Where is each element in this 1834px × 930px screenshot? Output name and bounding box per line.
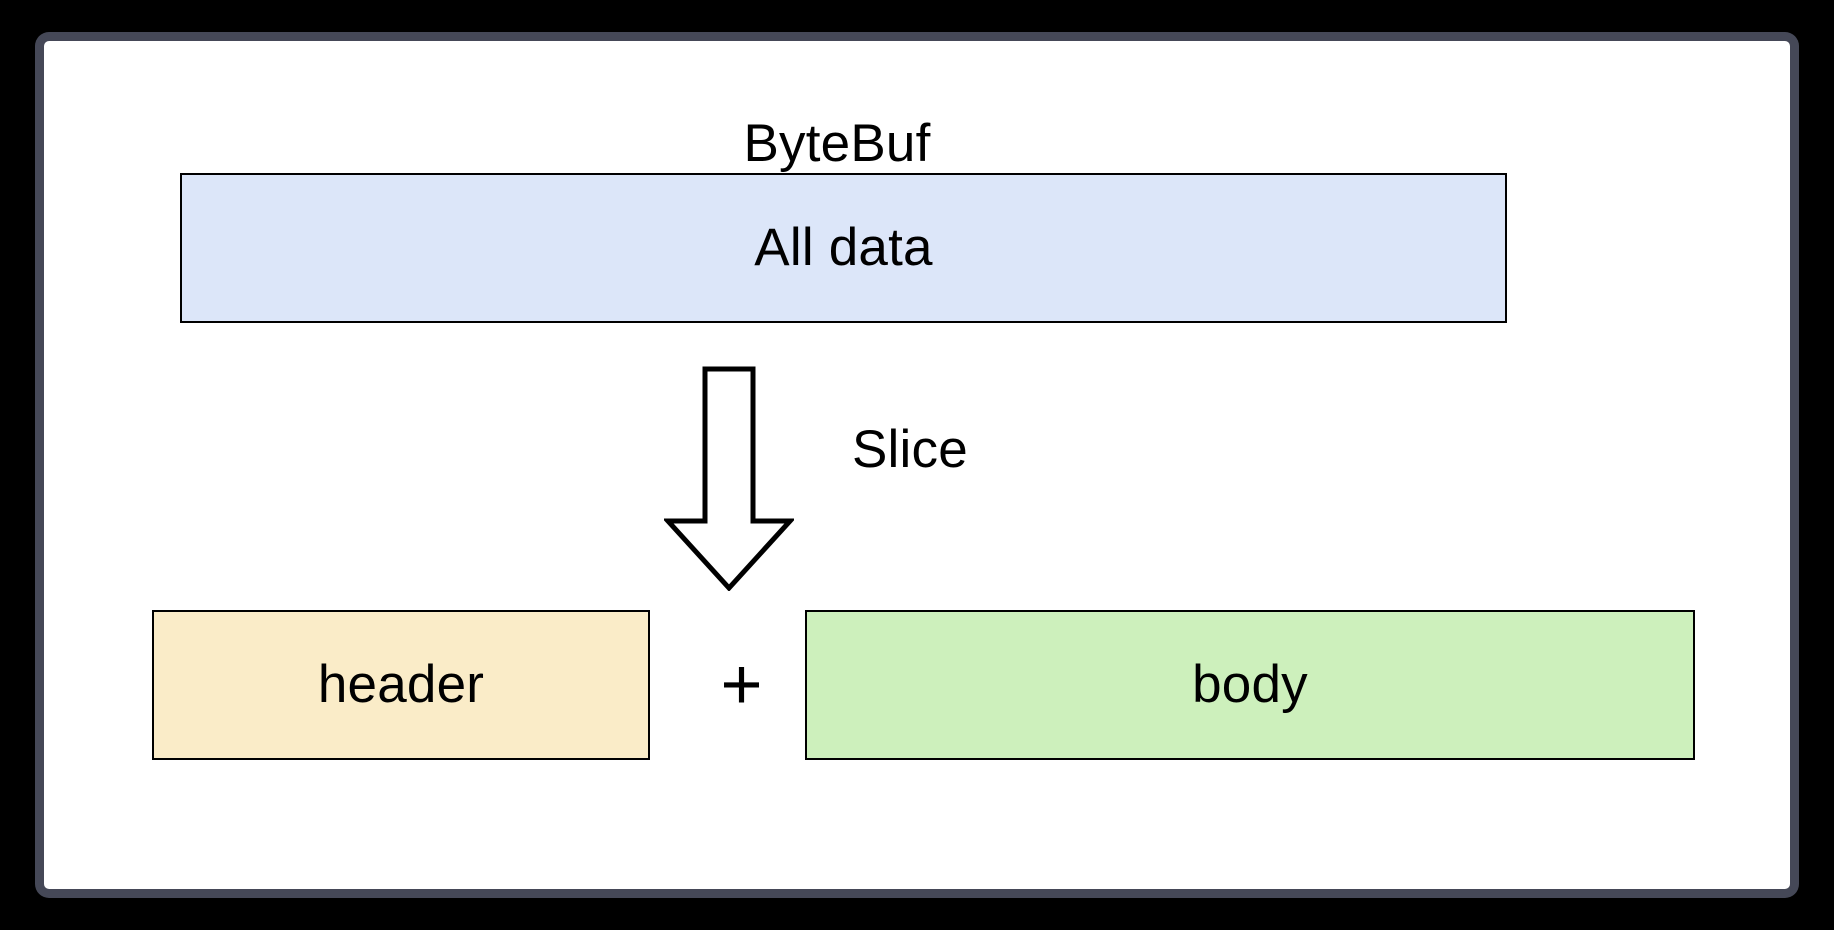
diagram-page: ByteBuf All data Slice header + body (44, 41, 1790, 889)
diagram-frame: ByteBuf All data Slice header + body (35, 32, 1799, 898)
node-header-label: header (317, 655, 485, 714)
down-block-arrow-icon (664, 366, 794, 591)
node-all-data-label: All data (754, 218, 933, 277)
diagram-title: ByteBuf (743, 114, 931, 173)
node-header[interactable]: header (152, 610, 650, 760)
slice-arrow-icon (664, 366, 794, 591)
node-body[interactable]: body (805, 610, 1695, 760)
plus-operator: + (720, 645, 763, 725)
node-all-data[interactable]: All data (180, 173, 1507, 323)
slice-edge-label: Slice (852, 420, 968, 479)
node-body-label: body (1192, 655, 1308, 714)
